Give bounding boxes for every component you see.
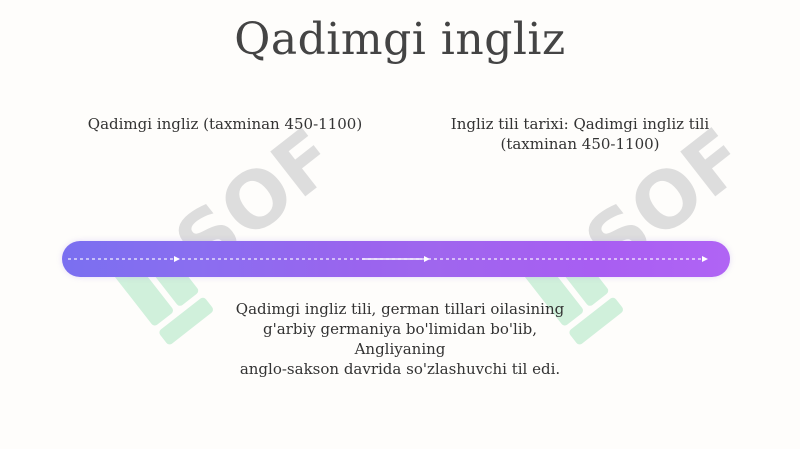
timeline-label-right-line1: Ingliz tili tarixi: Qadimgi ingliz tili — [450, 115, 710, 133]
description-line: Qadimgi ingliz tili, german tillari oila… — [235, 300, 565, 318]
timeline-bar — [62, 241, 730, 277]
timeline-arrows — [68, 256, 708, 262]
arrow-marker-icon — [424, 256, 430, 262]
slide-title: Qadimgi ingliz — [234, 14, 566, 65]
description-line: g'arbiy germaniya bo'limidan bo'lib, Ang… — [262, 320, 537, 358]
slide-description: Qadimgi ingliz tili, german tillari oila… — [220, 299, 580, 379]
description-line: anglo-sakson davrida so'zlashuvchi til e… — [239, 360, 561, 378]
arrow-marker-icon — [174, 256, 180, 262]
timeline-label-left: Qadimgi ingliz (taxminan 450-1100) — [87, 115, 363, 133]
timeline-label-right: Ingliz tili tarixi: Qadimgi ingliz tili … — [430, 114, 730, 154]
timeline-label-right-line2: (taxminan 450-1100) — [500, 135, 660, 153]
arrow-marker-icon — [702, 256, 708, 262]
